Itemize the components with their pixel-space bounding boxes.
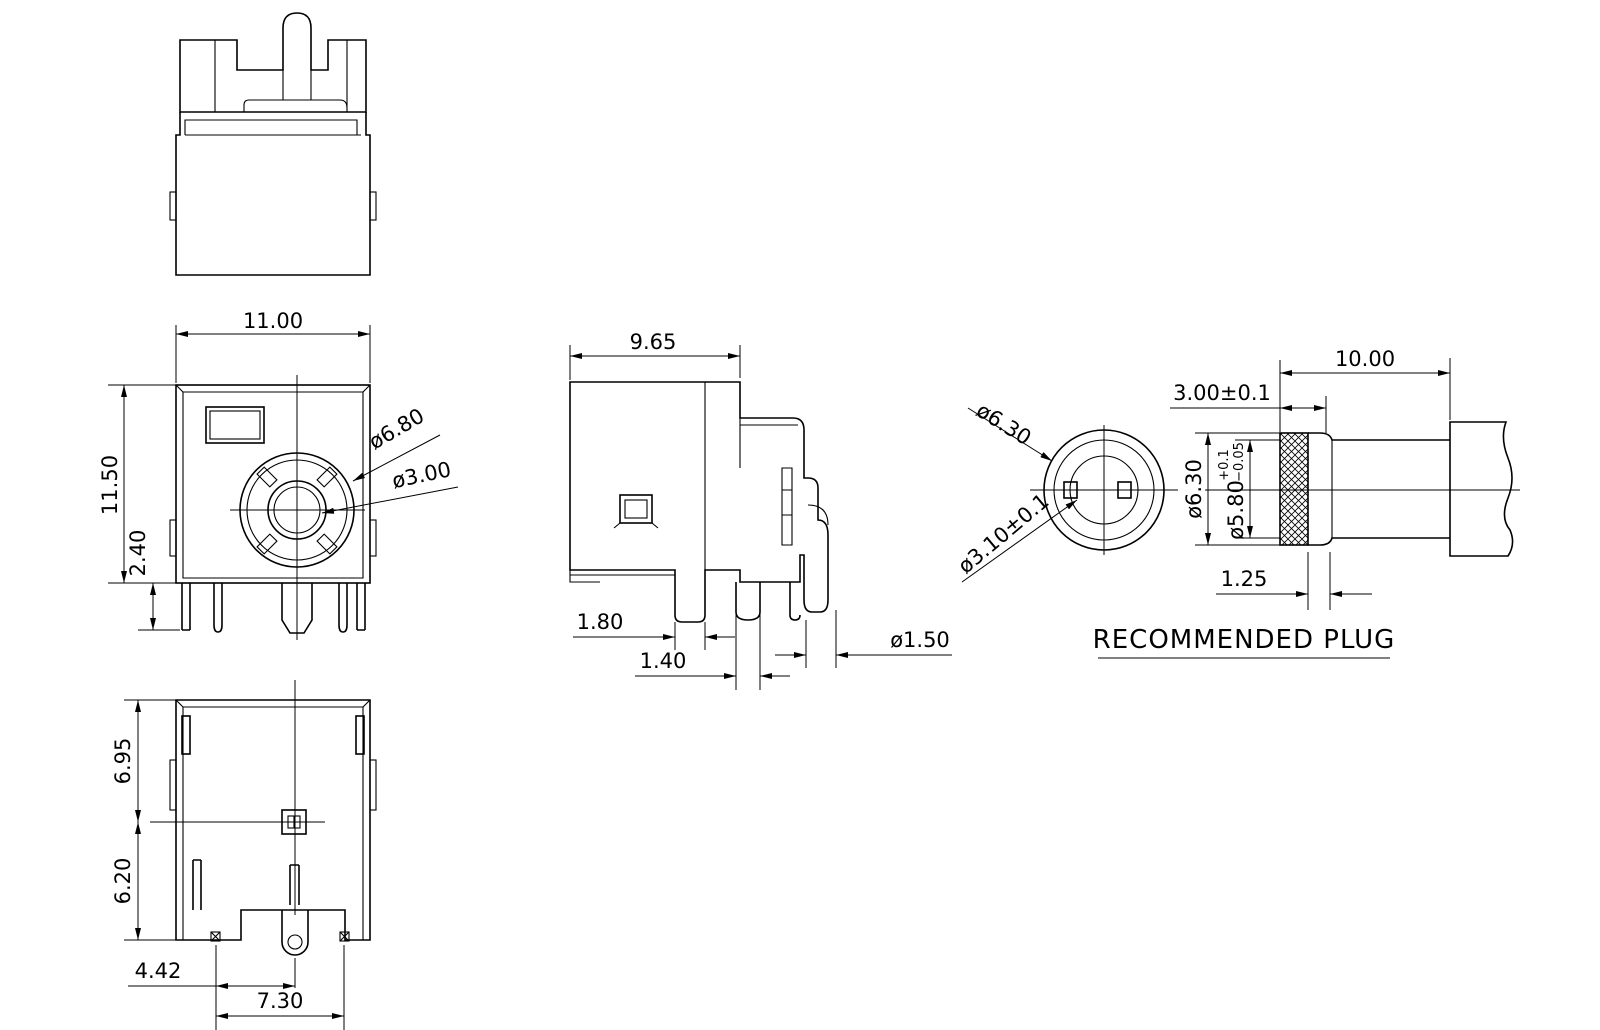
dim-plug-outer: ø6.30: [972, 398, 1035, 450]
dim-plug-body: ø5.80: [1224, 480, 1248, 540]
dim-pin-x: 4.42: [135, 959, 182, 983]
dim-plug-gap: 1.25: [1221, 567, 1268, 591]
dim-pin-offset: 2.40: [126, 530, 150, 577]
dim-depth: 9.65: [630, 330, 677, 354]
dim-lead-a: 1.80: [577, 610, 624, 634]
bottom-view: 6.95 6.20 4.42 7.30: [111, 680, 377, 1030]
dim-lead-b: 1.40: [640, 649, 687, 673]
dim-plug-tip: 3.00±0.1: [1173, 381, 1271, 405]
top-view: [169, 12, 377, 276]
dim-pin-span: 7.30: [257, 989, 304, 1013]
dim-plug-dia: ø6.30: [1182, 459, 1206, 519]
tol-plus: +0.1: [1217, 449, 1232, 481]
dim-pin-dia: ø1.50: [890, 628, 950, 652]
caption: RECOMMENDED PLUG: [1093, 625, 1396, 655]
dim-height: 11.50: [98, 455, 122, 515]
dim-upper: 6.95: [111, 738, 135, 785]
dim-plug-inner: ø3.10±0.1: [953, 489, 1053, 578]
dim-lower: 6.20: [111, 858, 135, 905]
dim-width: 11.00: [243, 309, 303, 333]
front-view: 11.00 11.50 2.40 ø6.80 ø3.00: [98, 309, 459, 640]
plug-end-view: ø6.30 ø3.10±0.1: [953, 398, 1178, 583]
dim-inner-dia: ø3.00: [390, 457, 453, 493]
dim-plug-length: 10.00: [1335, 347, 1395, 371]
plug-side-view: 10.00 3.00±0.1 ø6.30 ø5.80 +0.1 −0.05 1.…: [1170, 347, 1520, 610]
side-view: 9.65 1.80 1.40 ø1.50: [569, 330, 952, 690]
knurled-grip: [1279, 432, 1309, 546]
tol-minus: −0.05: [1232, 442, 1247, 482]
